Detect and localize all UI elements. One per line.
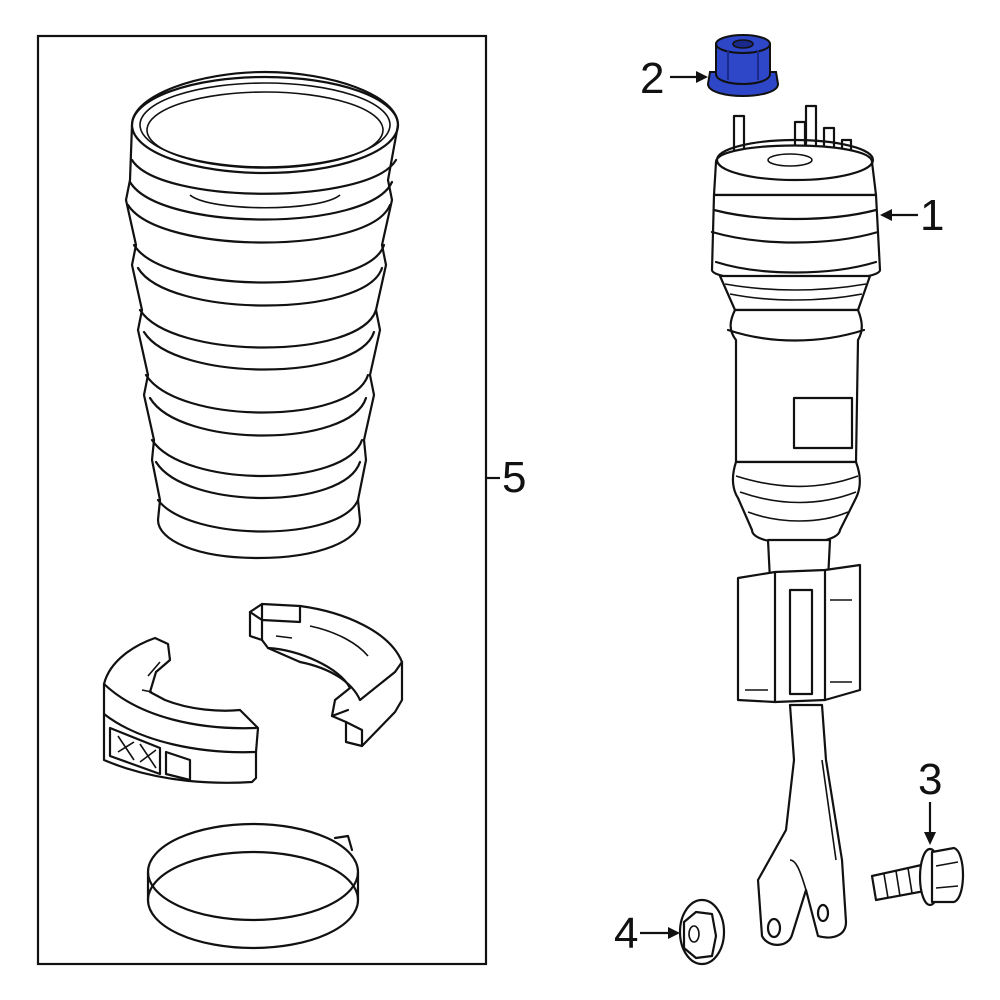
callout-5: 5 — [502, 453, 527, 502]
leader-arrow-1 — [880, 209, 918, 221]
leader-arrow-4 — [640, 927, 680, 939]
leader-arrow-2 — [670, 71, 708, 83]
bump-stop-left-half — [102, 636, 260, 784]
callout-3: 3 — [918, 755, 943, 804]
top-mount-nut-highlighted — [706, 34, 780, 98]
callout-1: 1 — [920, 191, 945, 240]
dust-boot — [124, 70, 400, 560]
bump-stop-right-half — [248, 602, 404, 748]
kit-box — [36, 34, 488, 966]
clamp-ring — [146, 822, 360, 950]
leader-arrow-3 — [924, 802, 936, 845]
bolt — [870, 846, 964, 907]
flange-nut — [678, 898, 726, 966]
callout-4: 4 — [614, 909, 639, 958]
air-strut — [710, 104, 882, 946]
callout-2: 2 — [640, 54, 665, 103]
